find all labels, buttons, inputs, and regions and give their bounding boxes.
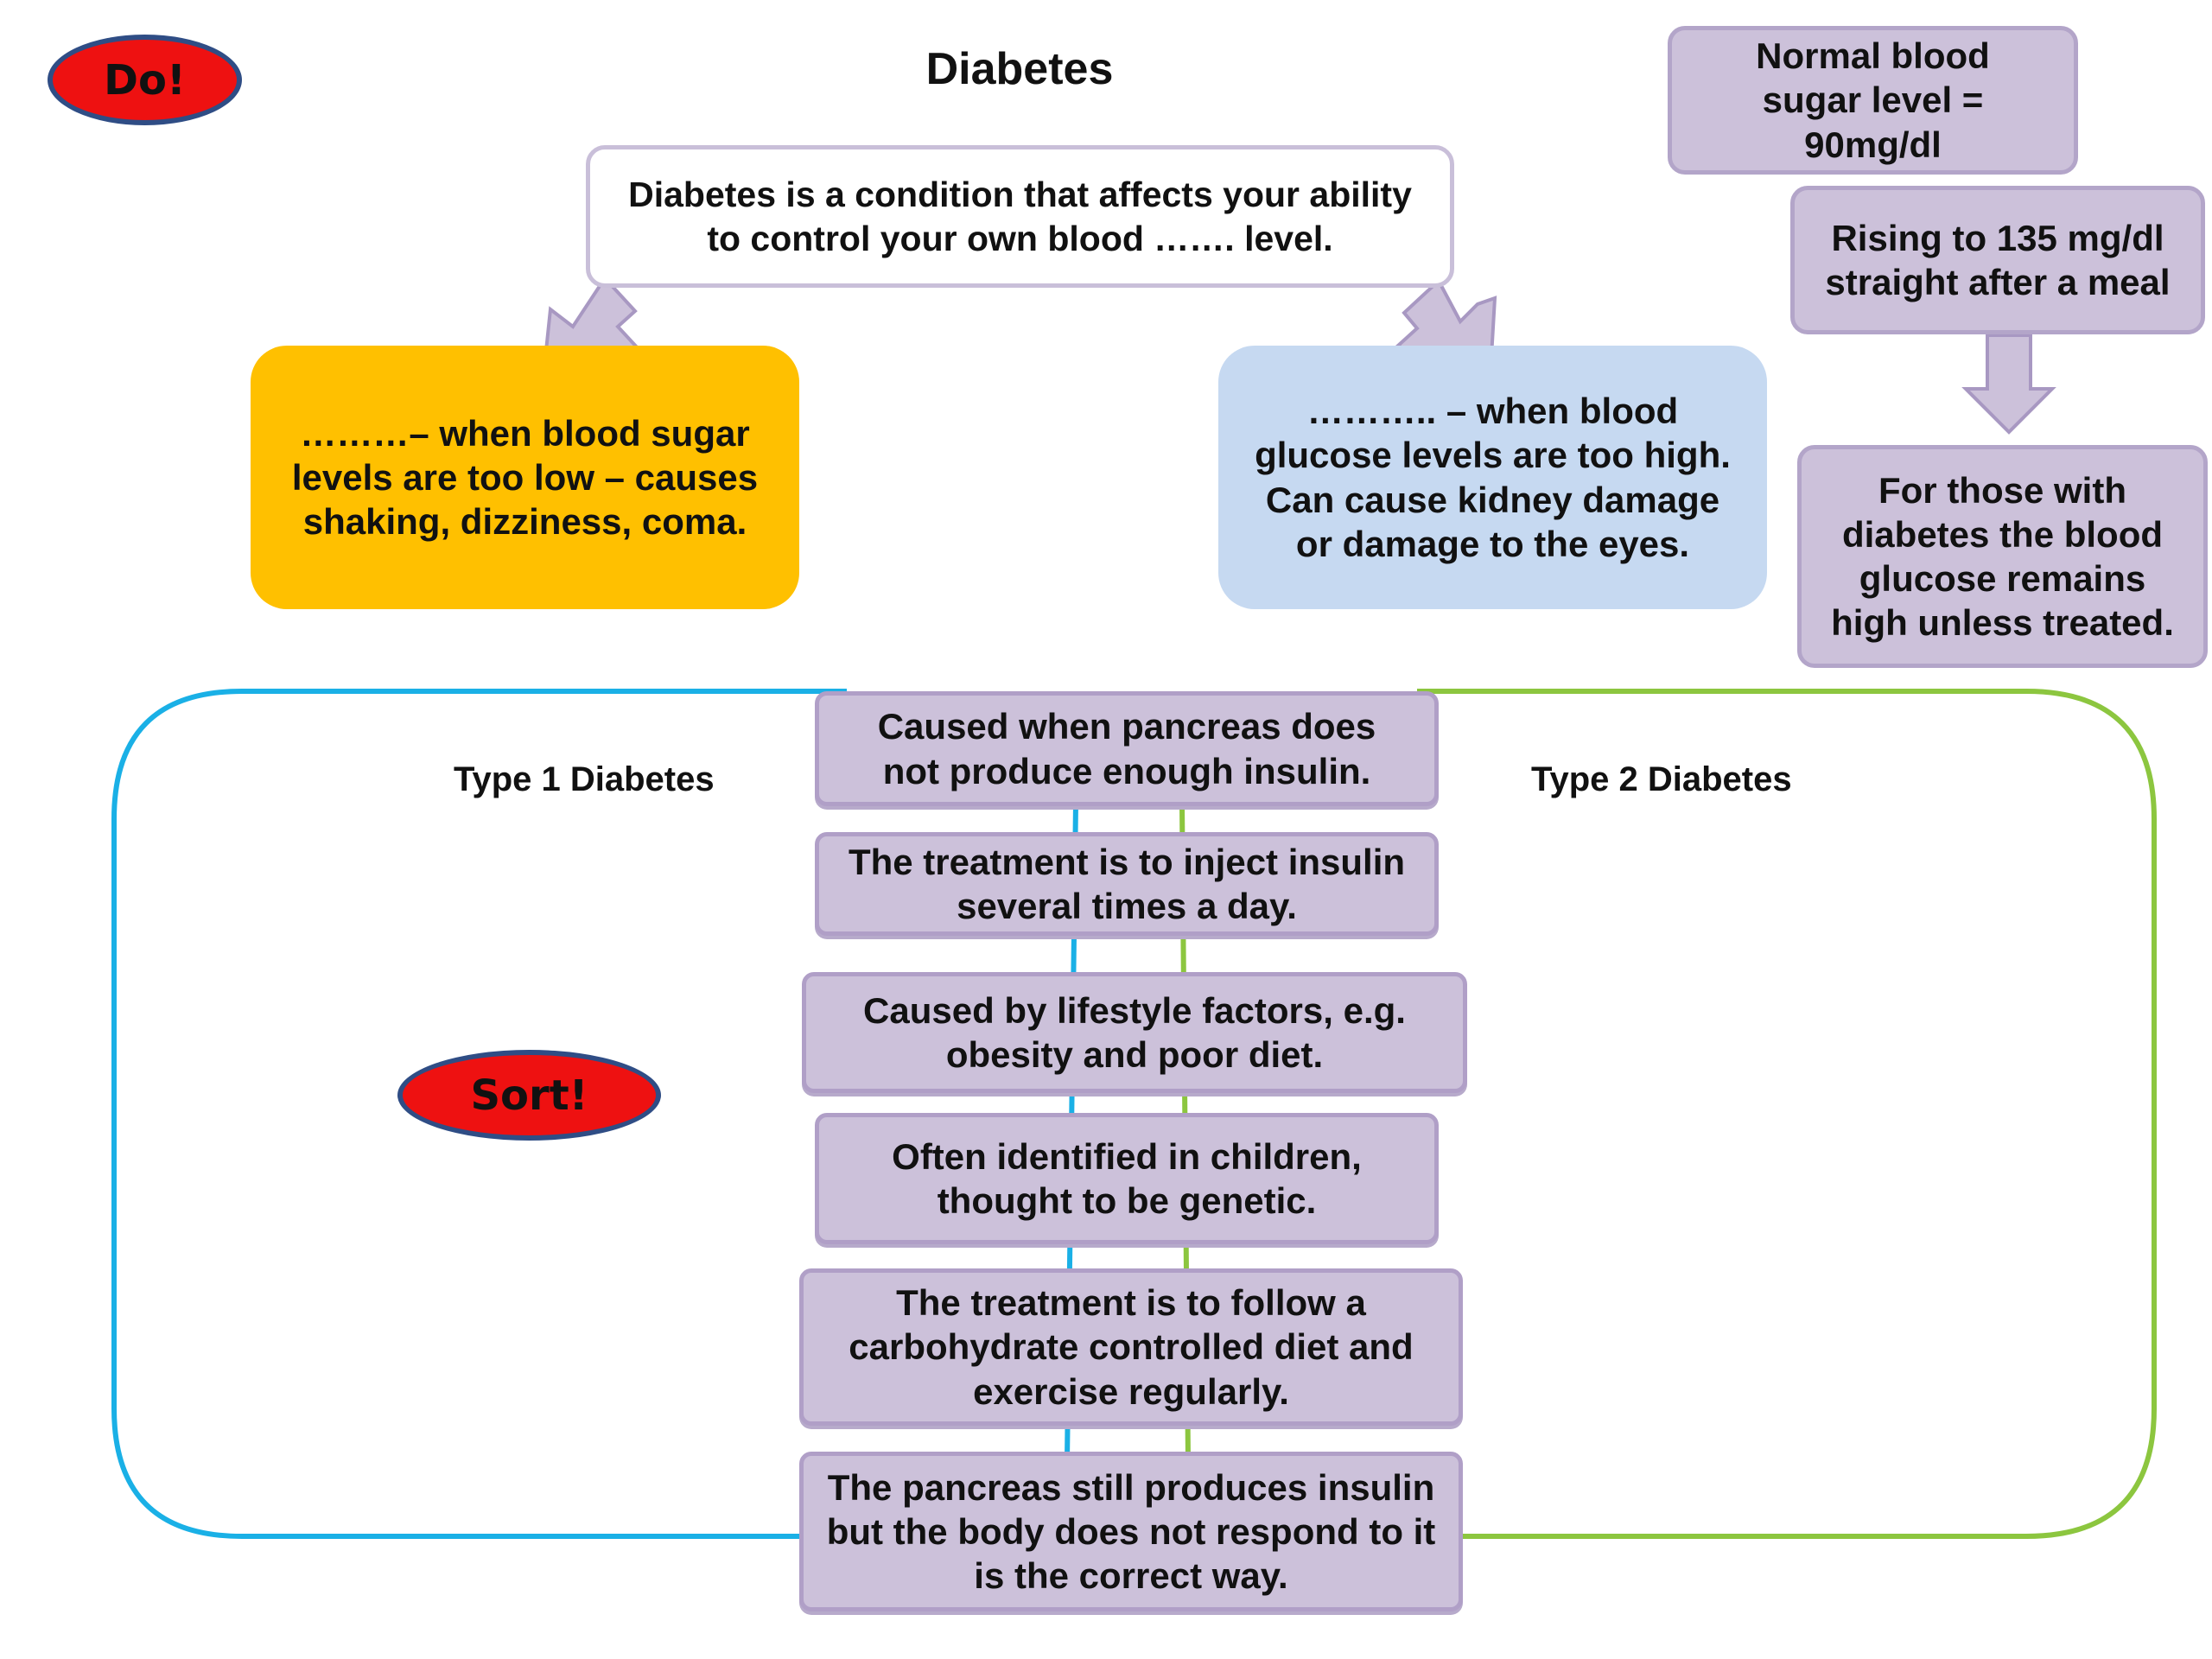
type2-region-outline: [1417, 689, 2157, 1539]
page-title: Diabetes: [925, 44, 1114, 94]
type2-label: Type 2 Diabetes: [1531, 760, 1792, 798]
type1-label: Type 1 Diabetes: [454, 760, 715, 798]
hypoglycaemia-box: ………– when blood sugar levels are too low…: [251, 346, 799, 609]
sort-card[interactable]: Often identified in children, thought to…: [815, 1113, 1439, 1244]
sort-card[interactable]: The treatment is to follow a carbohydrat…: [799, 1268, 1463, 1426]
definition-box: Diabetes is a condition that affects you…: [586, 145, 1454, 288]
sort-badge: Sort!: [397, 1050, 661, 1141]
normal-level-box: Normal blood sugar level = 90mg/dl: [1668, 26, 2078, 175]
hyperglycaemia-box: ……….. – when blood glucose levels are to…: [1218, 346, 1767, 609]
after-meal-box: Rising to 135 mg/dl straight after a mea…: [1790, 186, 2205, 334]
sort-card[interactable]: The treatment is to inject insulin sever…: [815, 832, 1439, 936]
sort-card[interactable]: The pancreas still produces insulin but …: [799, 1452, 1463, 1611]
arrow-side-flow-down: [1961, 334, 2056, 435]
do-badge: Do!: [48, 35, 242, 125]
sort-card[interactable]: Caused when pancreas does not produce en…: [815, 691, 1439, 806]
type1-region-outline: [111, 689, 847, 1539]
untreated-box: For those with diabetes the blood glucos…: [1797, 445, 2208, 668]
sort-card[interactable]: Caused by lifestyle factors, e.g. obesit…: [802, 972, 1467, 1093]
